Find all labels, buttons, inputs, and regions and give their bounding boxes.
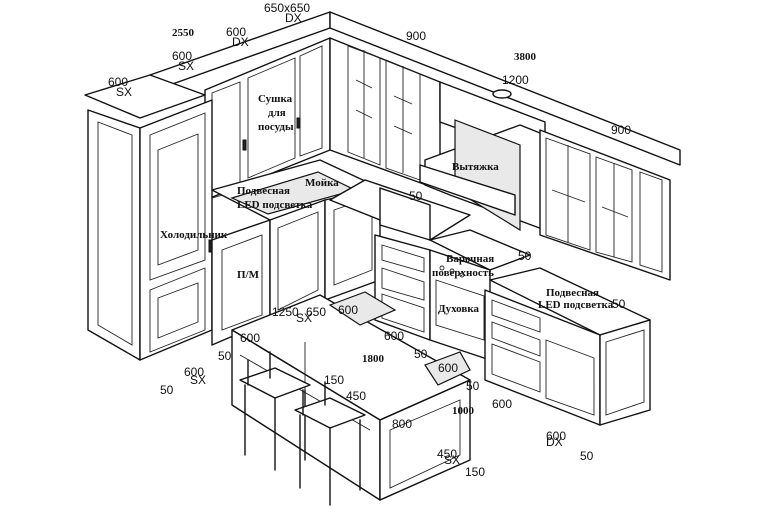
dim-600-g: 600 (384, 329, 404, 343)
dim-dx-b: DX (546, 435, 563, 449)
dim-600-b: 600 (172, 49, 192, 63)
dim-50-c: 50 (218, 349, 232, 363)
dim-1000: 1000 (452, 405, 475, 417)
dim-3800: 3800 (514, 51, 537, 63)
fridge-column (84, 74, 213, 361)
dim-600-e: 600 (338, 303, 358, 317)
dim-50-g: 50 (580, 449, 594, 463)
dim-50-b: 50 (518, 249, 532, 263)
label-sink: Мойка (305, 177, 339, 189)
dim-1250: 1250 (272, 305, 299, 319)
dim-900-b: 900 (611, 123, 631, 137)
label-led-right-2: LED подсветка (538, 299, 614, 311)
dim-1200: 1200 (502, 73, 529, 87)
dim-650x650: 650x650 (264, 1, 310, 15)
upper-cabinets-left-wall (149, 11, 681, 201)
dim-sx-e: SX (444, 453, 460, 467)
dim-sx-c: SX (190, 373, 206, 387)
dim-sx-d: SX (296, 311, 312, 325)
dimension-labels: 650x650 DX 2550 600 DX 600 SX 600 SX 900… (108, 1, 631, 479)
label-dish-dryer-1: Сушка (258, 93, 293, 105)
label-led-left-2: LED подсветка (237, 199, 313, 211)
dim-150: 150 (324, 373, 344, 387)
dim-800: 800 (392, 417, 412, 431)
hood-block (419, 81, 546, 232)
dim-dx-top: DX (285, 11, 302, 25)
dim-sx-b: SX (116, 85, 132, 99)
dim-600-h: 600 (438, 361, 458, 375)
label-cooktop-1: Варочная (446, 253, 494, 265)
dim-50-a: 50 (409, 189, 423, 203)
dim-50-e: 50 (414, 347, 428, 361)
dim-600-f: 600 (240, 331, 260, 345)
bar-stools (239, 351, 366, 506)
dim-dx-a: DX (232, 35, 249, 49)
upper-cabinets-right (539, 129, 671, 281)
dim-900-a: 900 (406, 29, 426, 43)
label-dishwasher: П/М (237, 269, 260, 281)
dim-600-i: 600 (492, 397, 512, 411)
upper-cabinets-back-wall (329, 37, 441, 191)
dim-600-a: 600 (226, 25, 246, 39)
dim-50-h: 50 (612, 297, 626, 311)
label-hood: Вытяжка (452, 161, 499, 173)
dim-2550: 2550 (172, 27, 195, 39)
label-led-right-1: Подвесная (546, 287, 599, 299)
dim-600-d: 600 (184, 365, 204, 379)
dim-450-b: 450 (437, 447, 457, 461)
dim-50-f: 50 (466, 379, 480, 393)
label-led-left-1: Подвесная (237, 185, 290, 197)
base-cabinets (211, 159, 651, 426)
dim-50-d: 50 (160, 383, 174, 397)
label-cooktop-2: поверхность (432, 267, 494, 279)
label-dish-dryer-3: посуды (258, 121, 294, 133)
appliance-labels: Сушка для посуды Мойка Подвесная LED под… (160, 93, 614, 315)
dim-sx-a: SX (178, 59, 194, 73)
dim-600-c: 600 (108, 75, 128, 89)
dim-450-a: 450 (346, 389, 366, 403)
dim-650: 650 (306, 305, 326, 319)
dim-150-b: 150 (465, 465, 485, 479)
label-fridge: Холодильник (160, 229, 228, 241)
dim-1800: 1800 (362, 353, 385, 365)
label-oven: Духовка (438, 303, 479, 315)
label-dish-dryer-2: для (268, 107, 286, 119)
dim-600-j: 600 (546, 429, 566, 443)
